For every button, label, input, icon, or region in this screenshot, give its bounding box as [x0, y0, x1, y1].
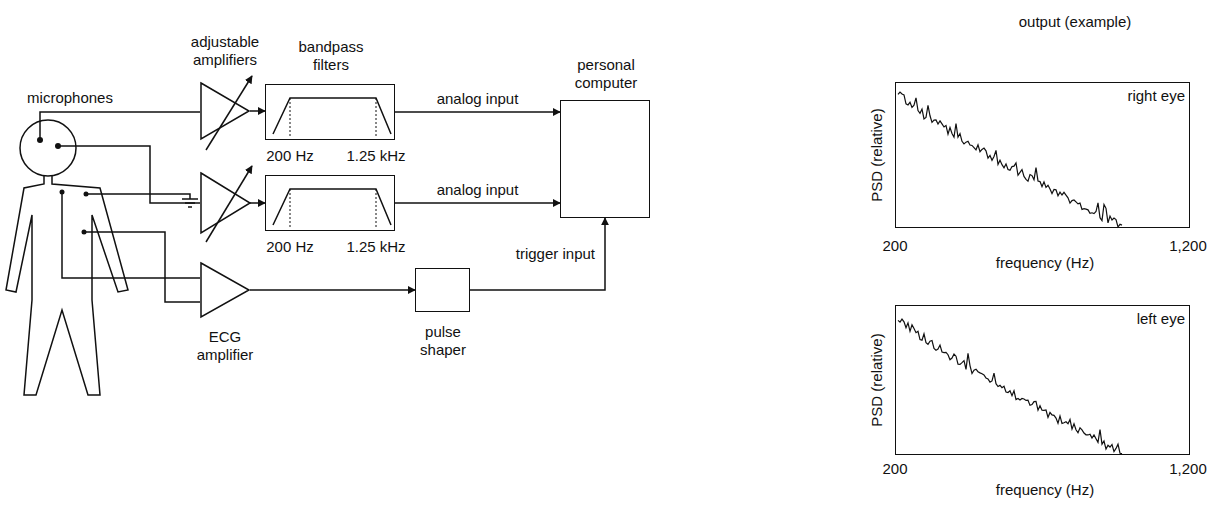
spectrum-chart: left eye [895, 305, 1190, 455]
signal-connector [250, 110, 265, 112]
ecg-electrode-wire [62, 192, 200, 278]
cutoff-marker [290, 98, 376, 137]
ecg-electrode-wire [84, 232, 200, 302]
axis-tick: 1,200 [1167, 460, 1209, 478]
chart-plot [896, 83, 1189, 227]
connector-label: analog input [435, 181, 521, 199]
axis-tick: 1,200 [1167, 237, 1209, 255]
passband-curve [273, 98, 391, 134]
signal-connector [395, 111, 560, 113]
part-label: microphones [25, 89, 115, 107]
signal-connector [395, 202, 560, 204]
electrode-dot [84, 192, 89, 197]
passband-curve [273, 189, 391, 225]
signal-wire [250, 202, 265, 204]
cutoff-marker [290, 189, 376, 228]
connector-label: trigger input [514, 245, 597, 263]
microphone-dot [55, 143, 61, 149]
axis-title: frequency (Hz) [994, 254, 1096, 272]
connector-label: analog input [435, 90, 521, 108]
filter-response [266, 85, 394, 139]
block-label: 1.25 kHz [346, 147, 405, 165]
axis-title: frequency (Hz) [994, 481, 1096, 499]
block-heading: adjustable amplifiers [175, 33, 275, 70]
head-outline [20, 120, 76, 176]
axis-tick: 200 [880, 460, 909, 478]
axis-tick: 200 [880, 237, 909, 255]
block-heading: bandpass filters [281, 38, 381, 75]
chart-label: left eye [1137, 310, 1185, 328]
block-label: ECG amplifier [185, 328, 265, 365]
adjust-arrow [206, 166, 252, 242]
axis-title: PSD (relative) [868, 106, 886, 203]
chart-label: right eye [1127, 87, 1185, 105]
electrode-dot [82, 230, 87, 235]
amplifier-triangle [201, 263, 249, 317]
microphone-dot [37, 137, 43, 143]
microphone-wire [58, 146, 200, 203]
amplifier-outline [200, 262, 250, 318]
computer-box: personal computer [560, 100, 650, 218]
signal-connector [250, 289, 415, 291]
electrode-dot [60, 190, 65, 195]
block-label: 1.25 kHz [346, 238, 405, 256]
ground-wire [86, 194, 190, 199]
axis-title: PSD (relative) [868, 331, 886, 428]
chart-plot [896, 306, 1189, 454]
microphone-wire [40, 112, 200, 140]
pulse-shaper-box: pulse shaper [415, 268, 470, 312]
filter-response [266, 176, 394, 230]
bandpass-filter: bandpass filters200 Hz1.25 kHz [265, 84, 395, 140]
spectrum-trace [898, 92, 1122, 227]
amplifier-triangle [201, 83, 249, 139]
signal-connector [470, 218, 605, 290]
bandpass-filter: 200 Hz1.25 kHz [265, 175, 395, 231]
ground-symbol [182, 199, 198, 207]
amplifier-symbol: adjustable amplifiers [200, 82, 250, 140]
amplifier-symbol: ECG amplifier [200, 262, 250, 318]
spectrum-trace [898, 319, 1122, 454]
panel-title: output (example) [1017, 13, 1134, 31]
body-outline [6, 176, 128, 395]
spectrum-chart: right eye [895, 82, 1190, 228]
block-label: 200 Hz [266, 147, 314, 165]
block-heading: personal computer [556, 56, 656, 93]
block-label: pulse shaper [408, 323, 478, 360]
block-label: 200 Hz [266, 238, 314, 256]
amplifier-outline [200, 82, 250, 140]
